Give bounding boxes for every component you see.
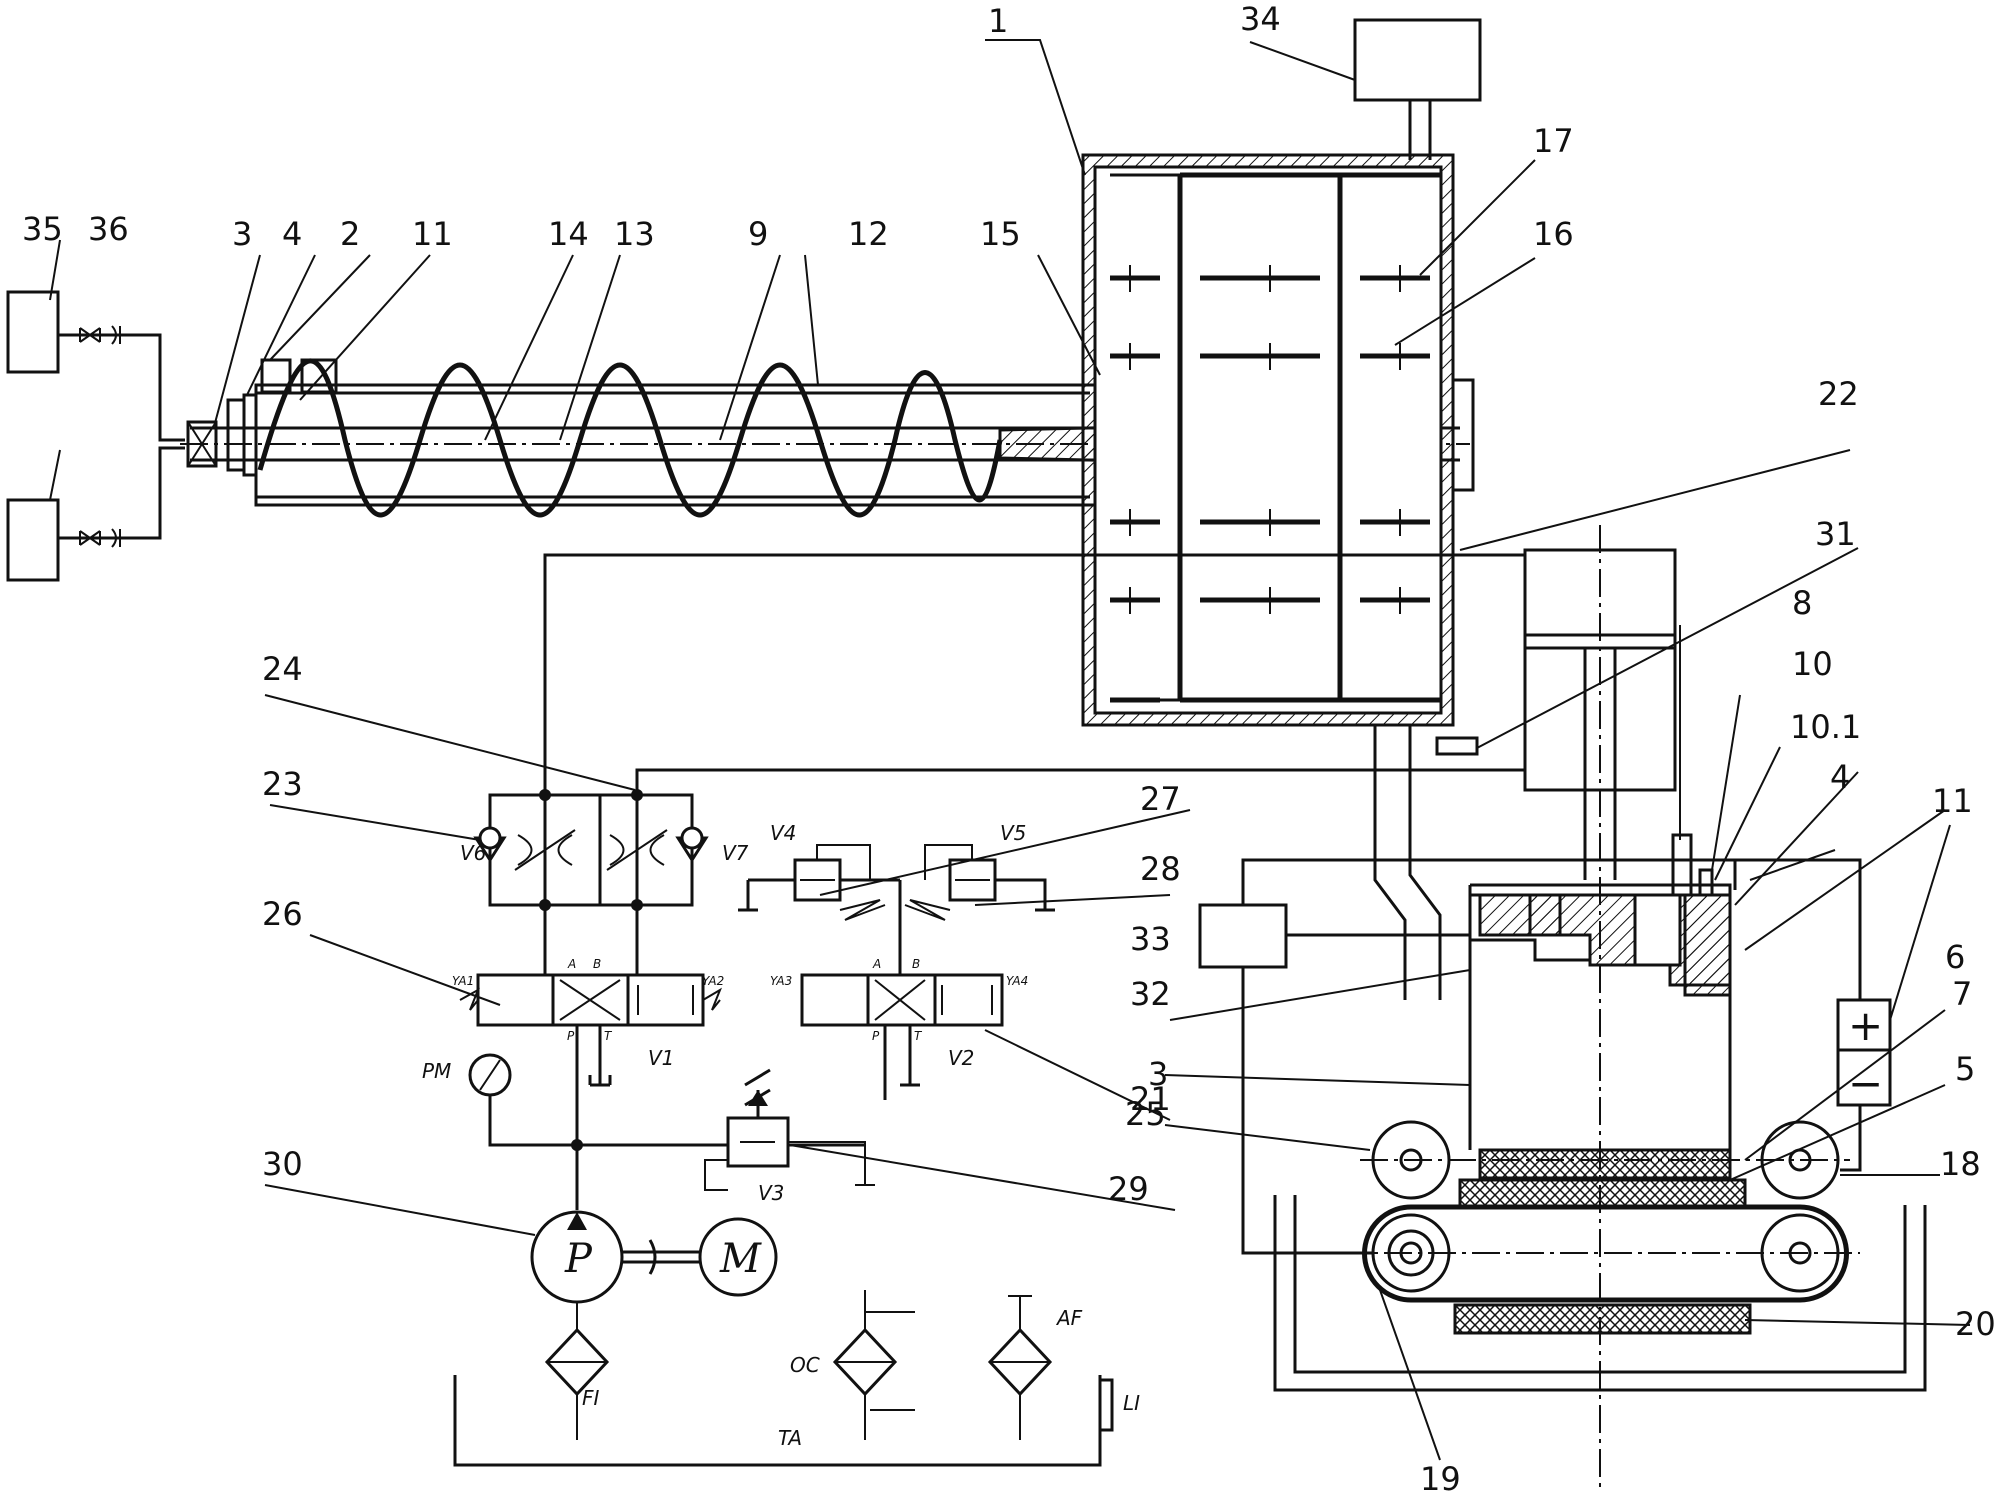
label-34: 34 — [1240, 0, 1281, 38]
label-30: 30 — [262, 1145, 303, 1183]
label-YA2: YA2 — [702, 974, 724, 988]
label-port-T2: T — [914, 1029, 923, 1043]
label-2: 2 — [340, 215, 360, 253]
label-26: 26 — [262, 895, 303, 933]
label-20: 20 — [1955, 1305, 1996, 1343]
label-TA: TA — [778, 1426, 802, 1450]
mixer-tank-1 — [1081, 18, 1482, 1000]
label-14: 14 — [548, 215, 589, 253]
label-4b: 4 — [1830, 758, 1850, 796]
battery-plus: + — [1848, 1001, 1883, 1050]
part-labels: 1 34 17 16 35 36 3 4 2 11 14 13 9 12 15 … — [22, 0, 1996, 1495]
label-28: 28 — [1140, 850, 1181, 888]
label-YA4: YA4 — [1006, 974, 1028, 988]
label-12: 12 — [848, 215, 889, 253]
hydraulic-circuit — [453, 553, 1525, 1467]
tank-36 — [6, 446, 185, 582]
label-YA1: YA1 — [452, 974, 474, 988]
label-V3: V3 — [758, 1181, 784, 1205]
tank-35 — [6, 290, 185, 442]
label-6: 6 — [1945, 938, 1965, 976]
label-PM: PM — [422, 1059, 451, 1083]
label-port-A1: A — [567, 957, 576, 971]
label-15: 15 — [980, 215, 1021, 253]
label-M: M — [719, 1236, 762, 1282]
label-22: 22 — [1818, 375, 1859, 413]
label-35: 35 — [22, 210, 63, 248]
label-port-B1: B — [593, 957, 601, 971]
cylinder-22 — [1523, 525, 1677, 1490]
label-LI: LI — [1123, 1391, 1140, 1415]
label-8: 8 — [1792, 584, 1812, 622]
label-7: 7 — [1952, 975, 1972, 1013]
label-27: 27 — [1140, 780, 1181, 818]
label-port-B2: B — [912, 957, 920, 971]
label-port-P1: P — [567, 1029, 575, 1043]
label-V6: V6 — [460, 841, 486, 865]
label-36: 36 — [88, 210, 129, 248]
label-18: 18 — [1940, 1145, 1981, 1183]
label-1: 1 — [988, 2, 1008, 40]
label-16: 16 — [1533, 215, 1574, 253]
label-3: 3 — [232, 215, 252, 253]
label-AF: AF — [1055, 1306, 1083, 1330]
label-3b: 3 — [1148, 1055, 1168, 1093]
label-10: 10 — [1792, 645, 1833, 683]
label-P: P — [564, 1236, 593, 1282]
label-21: 21 — [1130, 1080, 1171, 1118]
label-19: 19 — [1420, 1460, 1461, 1495]
leader-lines — [49, 39, 1971, 1461]
battery-minus: − — [1848, 1059, 1883, 1108]
label-port-P2: P — [872, 1029, 880, 1043]
sander-assembly — [1198, 833, 1927, 1392]
label-port-T1: T — [604, 1029, 613, 1043]
label-11b: 11 — [1932, 782, 1973, 820]
label-OC: OC — [790, 1353, 820, 1377]
label-YA3: YA3 — [770, 974, 792, 988]
label-31: 31 — [1815, 515, 1856, 553]
label-33: 33 — [1130, 920, 1171, 958]
label-port-A2: A — [872, 957, 881, 971]
label-17: 17 — [1533, 122, 1574, 160]
label-10-1: 10.1 — [1790, 708, 1861, 746]
label-V2: V2 — [948, 1046, 974, 1070]
label-9: 9 — [748, 215, 768, 253]
label-V5: V5 — [1000, 821, 1026, 845]
hydraulic-labels: V6 V7 V4 V5 V1 V2 V3 YA1 YA2 YA3 YA4 A B… — [422, 821, 1883, 1450]
label-13: 13 — [614, 215, 655, 253]
label-V7: V7 — [722, 841, 749, 865]
label-4: 4 — [282, 215, 302, 253]
label-24: 24 — [262, 650, 303, 688]
label-FI: FI — [582, 1386, 600, 1410]
label-25: 25 — [1125, 1095, 1166, 1133]
label-V1: V1 — [648, 1046, 674, 1070]
label-V4: V4 — [770, 821, 796, 845]
label-32: 32 — [1130, 975, 1171, 1013]
label-23: 23 — [262, 765, 303, 803]
label-29: 29 — [1108, 1170, 1149, 1208]
label-5: 5 — [1955, 1050, 1975, 1088]
label-11: 11 — [412, 215, 453, 253]
